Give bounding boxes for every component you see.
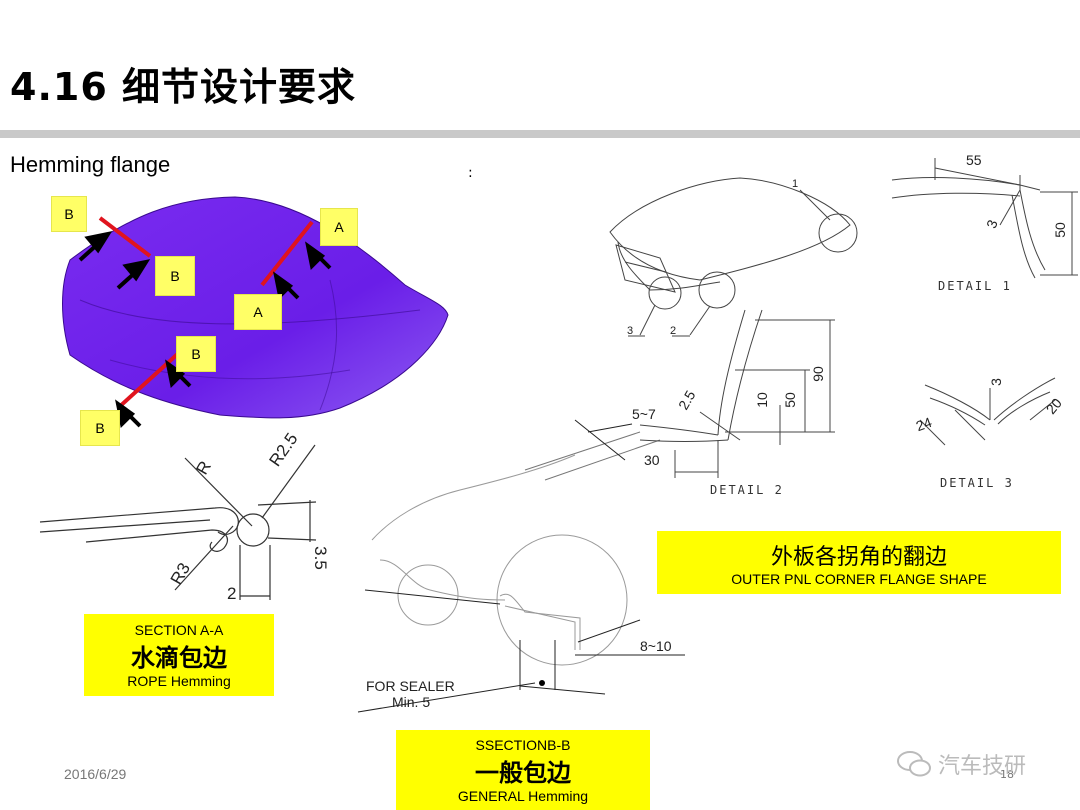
d2-50: 50 [781, 392, 798, 408]
corner-cn: 外板各拐角的翻边 [770, 544, 947, 570]
view-arrows [78, 231, 332, 429]
d3-3: 3 [987, 378, 1004, 386]
detail-3-drawing [919, 377, 1056, 446]
footer-date: 2016/6/29 [64, 766, 127, 782]
callout-2: 2 [670, 325, 677, 337]
detail-1-drawing [891, 158, 1078, 279]
sealer-dot [539, 680, 545, 686]
corner-flange-box: 外板各拐角的翻边 OUTER PNL CORNER FLANGE SHAPE [657, 531, 1061, 594]
section-b-drawing [371, 431, 661, 666]
title-divider [0, 130, 1080, 138]
dim-5-7: 5~7 [632, 406, 656, 422]
label-a-top: A [320, 208, 358, 246]
wechat-icon [897, 751, 931, 777]
label-b-top-right: B [155, 256, 195, 296]
d2-90: 90 [809, 366, 826, 382]
label-a-bottom: A [234, 294, 282, 330]
d1-55: 55 [966, 152, 982, 168]
section-lines [98, 216, 314, 410]
section-a-title: SECTION A-A [134, 621, 224, 638]
detail-2-label: DETAIL 2 [710, 483, 784, 497]
label-b-bottom: B [80, 410, 120, 446]
page-number: 18 [1000, 768, 1014, 781]
dim-3-5: 3.5 [310, 546, 330, 570]
slide-title: 4.16 细节设计要求 [10, 65, 356, 109]
d2-10: 10 [753, 392, 770, 408]
section-b-box: SSECTIONB-B 一般包边 GENERAL Hemming [396, 730, 650, 810]
callout-1: 1 [792, 178, 799, 190]
d1-50: 50 [1051, 222, 1068, 238]
corner-en: OUTER PNL CORNER FLANGE SHAPE [731, 570, 987, 587]
dim-2: 2 [227, 584, 237, 603]
car-hood-isometric [609, 177, 858, 337]
section-b-en: GENERAL Hemming [457, 787, 589, 804]
stray-colon: : [468, 165, 473, 181]
watermark-text: 汽车技研 [938, 754, 1027, 779]
dim-8-10: 8~10 [640, 638, 672, 654]
sealer-min: Min. 5 [392, 694, 431, 710]
d2-30: 30 [644, 452, 660, 468]
label-b-mid: B [176, 336, 216, 372]
section-b-cn: 一般包边 [475, 758, 571, 787]
watermark: 汽车技研 [896, 748, 1026, 780]
detail-1-label: DETAIL 1 [938, 279, 1012, 293]
section-a-drawing [39, 444, 317, 600]
section-a-en: ROPE Hemming [127, 672, 231, 689]
callout-3: 3 [627, 325, 634, 337]
sealer-label: FOR SEALER [366, 678, 455, 694]
label-b-top-left: B [51, 196, 87, 232]
subtitle: Hemming flange [10, 152, 171, 177]
detail-2-drawing [639, 309, 835, 478]
section-a-box: SECTION A-A 水滴包边 ROPE Hemming [84, 614, 274, 696]
detail-3-label: DETAIL 3 [940, 476, 1014, 490]
section-b-dims [357, 419, 685, 713]
section-a-cn: 水滴包边 [131, 643, 227, 672]
section-b-title: SSECTIONB-B [475, 736, 571, 753]
